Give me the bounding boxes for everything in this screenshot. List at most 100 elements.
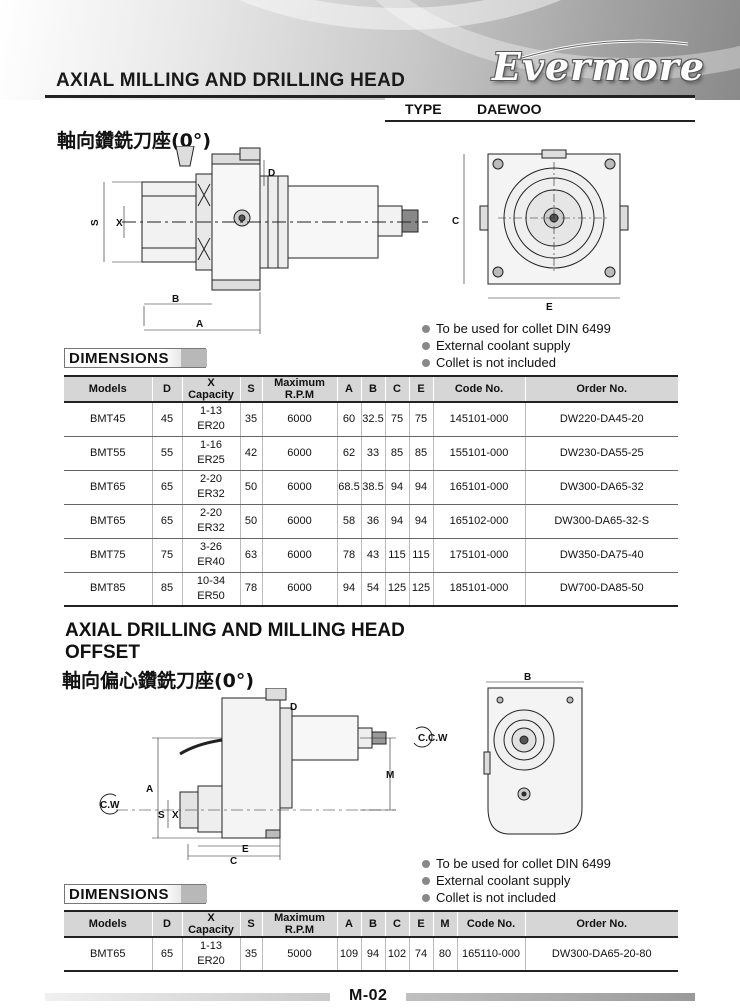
cell-model: BMT85 — [64, 572, 152, 607]
page-title: AXIAL MILLING AND DRILLING HEAD — [56, 70, 406, 91]
cell-c: 115 — [384, 538, 409, 573]
col-header: E — [408, 375, 433, 403]
cell-a: 60 — [336, 402, 361, 437]
note-item: External coolant supply — [422, 872, 611, 889]
cell-d: 65 — [151, 470, 182, 505]
col-header: Code No. — [456, 910, 525, 938]
dim-label-m: M — [386, 770, 394, 781]
dim-label-b: B — [172, 294, 179, 305]
dim-label-x: X — [172, 810, 179, 821]
bullet-icon — [422, 859, 430, 868]
cell-a: 62 — [336, 436, 361, 471]
cell-rpm: 6000 — [261, 538, 337, 573]
cell-e: 125 — [408, 572, 433, 607]
brand-swash — [521, 39, 689, 60]
cell-e: 94 — [408, 470, 433, 505]
bullet-icon — [422, 324, 430, 333]
cell-d: 45 — [151, 402, 182, 437]
dim-label-c: C — [452, 216, 459, 227]
cell-code: 185101-000 — [432, 572, 525, 607]
note-item: External coolant supply — [422, 337, 611, 354]
cell-model: BMT75 — [64, 538, 152, 573]
cell-b: 43 — [360, 538, 385, 573]
cell-s: 78 — [239, 572, 262, 607]
cell-c: 85 — [384, 436, 409, 471]
cell-s: 63 — [239, 538, 262, 573]
col-header: B — [360, 375, 385, 403]
section2-cn-title: 軸向偏心鑽銑刀座(0°) — [62, 670, 255, 692]
col-header: A — [336, 375, 361, 403]
cell-b: 38.5 — [360, 470, 385, 505]
col-header: S — [239, 910, 262, 938]
cell-d: 55 — [151, 436, 182, 471]
offset-head-side-drawing: D A S X E C M — [116, 688, 396, 867]
cell-a: 68.5 — [336, 470, 361, 505]
col-header: Order No. — [524, 375, 678, 403]
cell-m: 80 — [432, 937, 457, 972]
offset-head-front-drawing: B — [483, 672, 584, 835]
cell-order: DW700-DA85-50 — [524, 572, 678, 607]
section1-cn-title: 軸向鑽銑刀座(0°) — [57, 130, 212, 152]
col-header: D — [151, 910, 182, 938]
cell-s: 50 — [239, 470, 262, 505]
col-header: Code No. — [432, 375, 525, 403]
type-label: TYPE — [405, 101, 442, 117]
cell-code: 175101-000 — [432, 538, 525, 573]
dim-label-s: S — [90, 219, 101, 226]
cell-b: 33 — [360, 436, 385, 471]
bullet-icon — [422, 893, 430, 902]
note-item: Collet is not included — [422, 889, 611, 906]
section1-notes: To be used for collet DIN 6499 External … — [422, 320, 611, 371]
cell-a: 94 — [336, 572, 361, 607]
cell-model: BMT65 — [64, 470, 152, 505]
cell-c: 94 — [384, 504, 409, 539]
col-header: B — [360, 910, 385, 938]
cell-d: 85 — [151, 572, 182, 607]
rotation-arrow-icon — [99, 793, 119, 815]
col-header: Models — [64, 910, 152, 938]
cell-e: 75 — [408, 402, 433, 437]
header-rule — [45, 95, 695, 98]
col-header: S — [239, 375, 262, 403]
axial-head-side-drawing: S X D B A — [90, 146, 428, 334]
cell-code: 165110-000 — [456, 937, 525, 972]
col-header: D — [151, 375, 182, 403]
dim-label-e: E — [546, 302, 553, 312]
cell-s: 50 — [239, 504, 262, 539]
header-banner — [0, 0, 740, 100]
cell-d: 65 — [151, 504, 182, 539]
col-header: A — [336, 910, 361, 938]
cell-order: DW220-DA45-20 — [524, 402, 678, 437]
cell-e: 85 — [408, 436, 433, 471]
section1-dimensions-label: DIMENSIONS — [64, 348, 207, 368]
cell-e: 74 — [408, 937, 433, 972]
col-header: M — [432, 910, 457, 938]
axial-head-front-drawing: C E — [452, 149, 629, 312]
cell-s: 35 — [239, 402, 262, 437]
cell-code: 165102-000 — [432, 504, 525, 539]
cell-s: 35 — [239, 937, 262, 972]
cell-b: 36 — [360, 504, 385, 539]
cell-s: 42 — [239, 436, 262, 471]
section2-notes: To be used for collet DIN 6499 External … — [422, 855, 611, 906]
cell-order: DW300-DA65-32 — [524, 470, 678, 505]
type-value: DAEWOO — [477, 101, 542, 117]
cell-e: 115 — [408, 538, 433, 573]
cell-b: 32.5 — [360, 402, 385, 437]
